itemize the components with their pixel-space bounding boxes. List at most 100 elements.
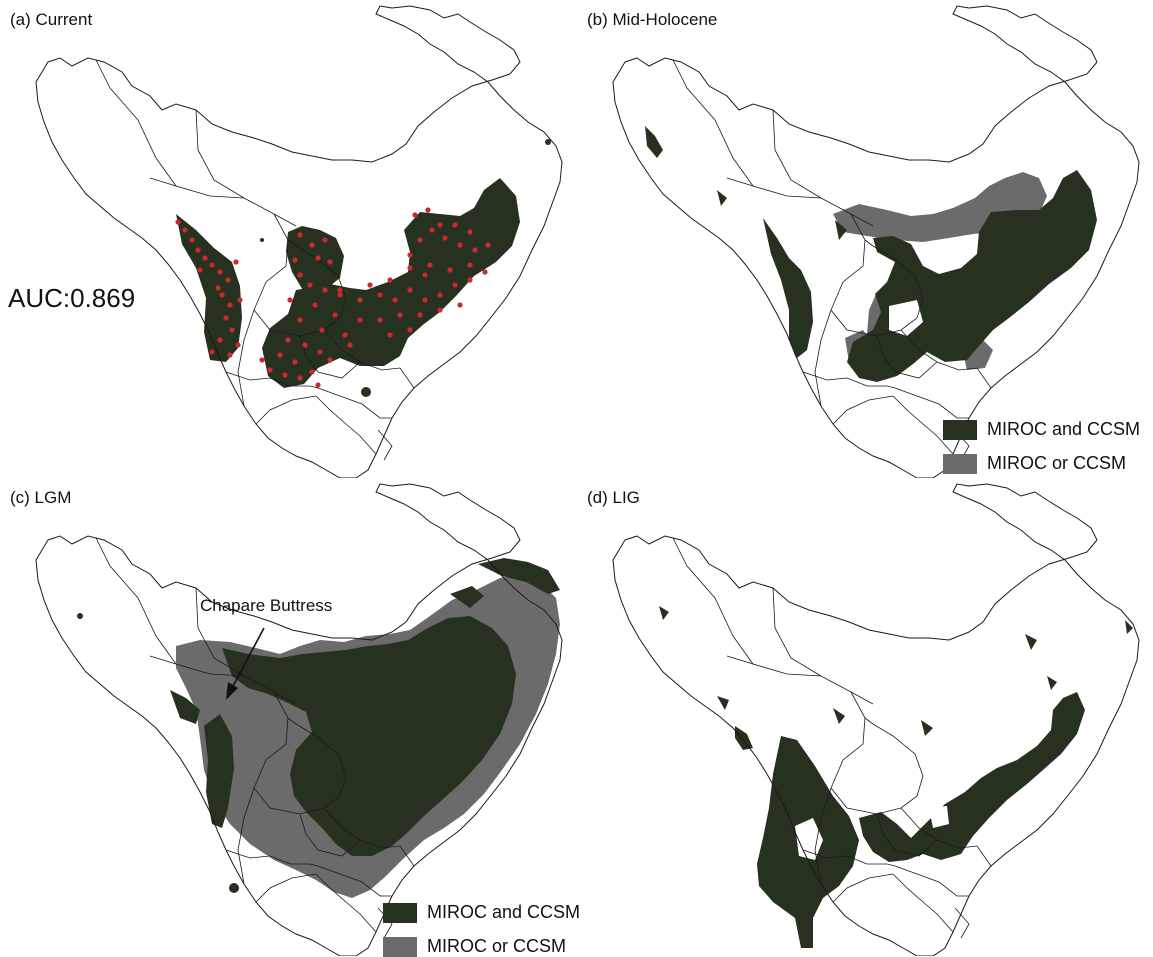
occurrence-point: [312, 302, 318, 308]
occurrence-point: [417, 237, 423, 243]
occurrence-point: [387, 277, 393, 283]
occurrence-point: [422, 297, 428, 303]
occurrence-point: [327, 259, 333, 265]
occurrence-point: [407, 252, 413, 258]
occurrence-point: [217, 337, 223, 343]
occurrence-point: [452, 222, 458, 228]
occurrence-point: [223, 315, 229, 321]
occurrence-point: [202, 255, 208, 261]
legend-swatch-either: [943, 453, 977, 474]
panel-lgm: (c) LGM Chapare Buttress MIROC and CCSM: [0, 478, 580, 957]
occurrence-point: [457, 242, 463, 248]
occurrence-point: [467, 262, 473, 268]
legend-swatch-both: [943, 419, 977, 440]
occurrence-point: [332, 312, 338, 318]
occurrence-point: [227, 302, 233, 308]
occurrence-point: [267, 367, 273, 373]
occurrence-point: [447, 267, 453, 273]
occurrence-point: [319, 327, 325, 333]
occurrence-point: [219, 292, 225, 298]
legend-label: MIROC or CCSM: [427, 936, 566, 956]
occurrence-point: [309, 369, 315, 375]
country-borders: [95, 59, 415, 461]
occurrence-point: [229, 327, 235, 333]
panel-lig: (d) LIG: [577, 478, 1153, 956]
map-lig: [612, 483, 1140, 956]
occurrence-point: [437, 292, 443, 298]
occurrence-point: [472, 247, 478, 253]
occurrence-point: [277, 352, 283, 358]
occurrence-point: [347, 342, 353, 348]
suitable-both-models: [77, 558, 560, 893]
occurrence-point: [215, 285, 221, 291]
occurrence-point: [467, 277, 473, 283]
occurrence-point: [322, 237, 328, 243]
occurrence-point: [322, 287, 328, 293]
occurrence-point: [233, 259, 239, 265]
occurrence-point: [357, 297, 363, 303]
occurrence-point: [437, 222, 443, 228]
legend-label: MIROC and CCSM: [427, 902, 581, 922]
occurrence-point: [377, 292, 383, 298]
panel-title: (b) Mid-Holocene: [587, 10, 718, 29]
occurrence-point: [225, 277, 231, 283]
legend-swatch-both: [383, 902, 417, 923]
occurrence-point: [407, 287, 413, 293]
occurrence-point: [342, 332, 348, 338]
occurrence-point: [285, 337, 291, 343]
annotation-label: Chapare Buttress: [200, 596, 333, 615]
occurrence-point: [482, 269, 488, 275]
occurrence-point: [197, 267, 203, 273]
occurrence-point: [442, 235, 448, 241]
occurrence-point: [457, 302, 463, 308]
occurrence-point: [297, 272, 303, 278]
occurrence-point: [282, 372, 288, 378]
occurrence-point: [377, 317, 383, 323]
occurrence-point: [227, 352, 233, 358]
occurrence-point: [292, 359, 298, 365]
occurrence-point: [315, 382, 321, 388]
occurrence-point: [437, 307, 443, 313]
suitable-area: [176, 139, 551, 397]
occurrence-point: [422, 272, 428, 278]
country-borders: [672, 59, 992, 461]
legend-item-either: MIROC or CCSM: [383, 936, 566, 957]
occurrence-point: [297, 317, 303, 323]
occurrence-points: [175, 207, 491, 388]
occurrence-point: [427, 262, 433, 268]
legend-swatch-either: [383, 936, 417, 957]
map-lgm: [35, 483, 563, 956]
legend-label: MIROC and CCSM: [987, 419, 1141, 439]
occurrence-point: [309, 242, 315, 248]
occurrence-point: [209, 262, 215, 268]
occurrence-point: [302, 342, 308, 348]
map-mid-holocene: [612, 5, 1140, 478]
occurrence-point: [467, 229, 473, 235]
occurrence-point: [175, 219, 181, 225]
occurrence-point: [417, 312, 423, 318]
occurrence-point: [189, 237, 195, 243]
occurrence-point: [392, 297, 398, 303]
occurrence-point: [485, 242, 491, 248]
panel-title: (c) LGM: [10, 488, 72, 507]
occurrence-point: [217, 269, 223, 275]
panel-mid-holocene: (b) Mid-Holocene MIROC and CCSM MIROC or…: [577, 0, 1153, 478]
occurrence-point: [367, 282, 373, 288]
legend-item-both: MIROC and CCSM: [943, 419, 1140, 440]
occurrence-point: [292, 257, 298, 263]
occurrence-point: [237, 297, 243, 303]
occurrence-point: [337, 292, 343, 298]
occurrence-point: [407, 265, 413, 271]
occurrence-point: [407, 327, 413, 333]
occurrence-point: [195, 247, 201, 253]
occurrence-point: [327, 357, 333, 363]
auc-label: AUC:0.869: [8, 283, 136, 313]
occurrence-point: [287, 297, 293, 303]
occurrence-point: [337, 287, 343, 293]
occurrence-point: [412, 212, 418, 218]
legend-label: MIROC or CCSM: [987, 453, 1126, 473]
suitable-both-models: [645, 126, 1097, 382]
occurrence-point: [387, 332, 393, 338]
occurrence-point: [425, 207, 431, 213]
occurrence-point: [259, 357, 265, 363]
